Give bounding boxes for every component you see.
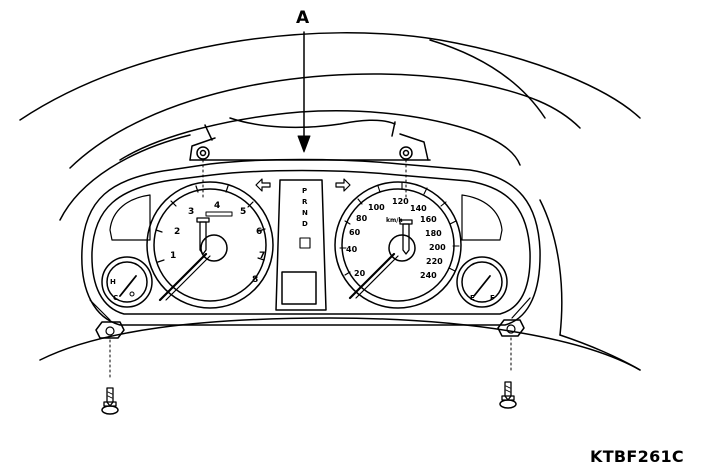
tach-label-5: 5 (240, 207, 246, 217)
top-mounting-screw-left (196, 146, 210, 255)
gear-r: R (302, 198, 308, 206)
gear-p: P (302, 187, 307, 195)
figure-code: KTBF261C (590, 447, 684, 466)
speed-label-200: 200 (429, 243, 446, 252)
right-gauge-e: E (470, 294, 475, 302)
speed-label-60: 60 (349, 228, 361, 237)
tach-label-3: 3 (188, 207, 194, 217)
left-gauge-c: C (113, 294, 118, 302)
tachometer-ticks (155, 185, 266, 263)
tach-label-4: 4 (214, 201, 220, 211)
speed-unit-label: km/h (386, 217, 403, 224)
tach-label-2: 2 (174, 227, 180, 237)
speed-label-160: 160 (420, 215, 437, 224)
side-panels (89, 194, 531, 321)
screw-right-icon (499, 381, 517, 409)
right-turn-arrow-icon (335, 178, 351, 192)
left-small-gauge (101, 256, 153, 308)
tach-label-7: 7 (259, 251, 265, 261)
gear-n: N (302, 209, 308, 217)
bottom-mounting-tab-left (95, 321, 125, 379)
left-gauge-h: H (110, 278, 116, 286)
bottom-mounting-tab-right (497, 319, 525, 373)
speed-label-100: 100 (368, 203, 385, 212)
tach-label-8: 8 (252, 275, 258, 285)
left-turn-arrow-icon (255, 178, 271, 192)
screw-left-icon (101, 387, 119, 415)
speed-label-180: 180 (425, 229, 442, 238)
tachometer (146, 181, 274, 309)
speed-label-80: 80 (356, 214, 368, 223)
cluster-hood (119, 110, 521, 166)
callout-arrow (297, 31, 311, 153)
tach-label-1: 1 (170, 251, 176, 261)
top-mounting-screw-right (399, 146, 413, 255)
tach-label-6: 6 (256, 227, 262, 237)
speed-label-120: 120 (392, 197, 409, 206)
cluster-body (81, 158, 541, 326)
gear-d: D (302, 220, 308, 228)
speedometer (334, 181, 462, 309)
dashboard-outline (19, 32, 641, 371)
speed-label-140: 140 (410, 204, 427, 213)
right-small-gauge (456, 256, 508, 308)
speed-label-240: 240 (420, 271, 437, 280)
speed-label-40: 40 (346, 245, 358, 254)
callout-label-a: A (296, 8, 310, 28)
speed-label-20: 20 (354, 269, 366, 278)
speedometer-ticks (339, 182, 460, 276)
right-gauge-f: F (490, 294, 495, 302)
center-panel (255, 178, 351, 311)
speed-label-220: 220 (426, 257, 443, 266)
